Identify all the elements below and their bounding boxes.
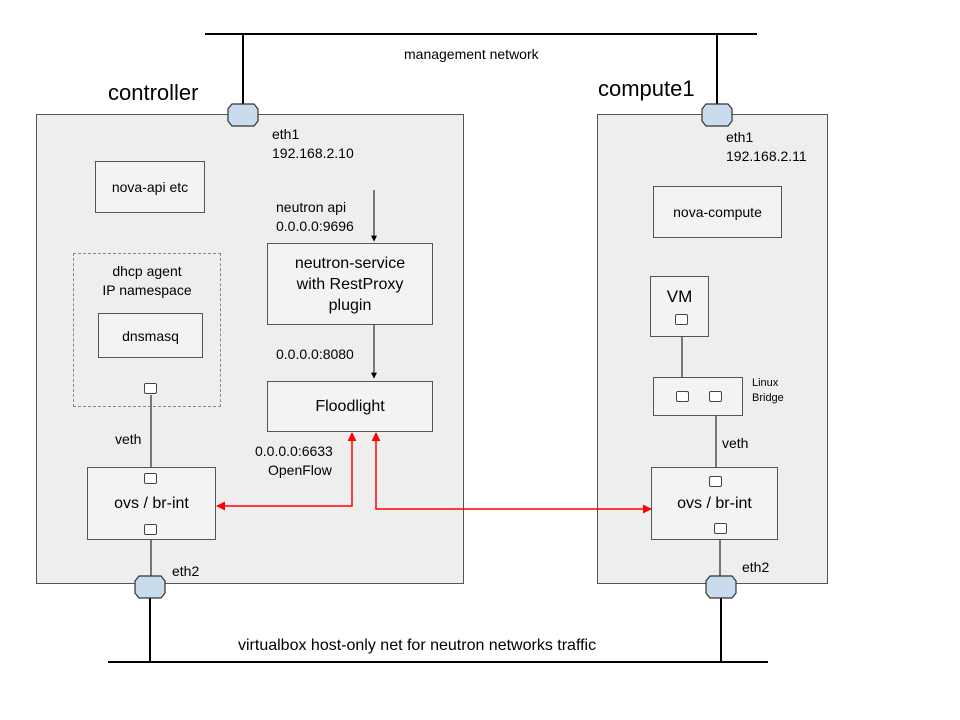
controller-eth1-nic-icon — [227, 103, 259, 127]
controller-ovs-eth2-port — [144, 524, 157, 535]
compute-ovs-label: ovs / br-int — [677, 494, 752, 512]
neutron-api-address: 0.0.0.0:9696 — [276, 218, 354, 234]
linux-bridge-label-line2: Bridge — [752, 392, 784, 404]
vm-box: VM — [650, 276, 709, 337]
compute-eth1-label: eth1 — [726, 129, 754, 145]
openflow-address: 0.0.0.0:6633 — [255, 443, 333, 459]
ip-namespace-label: IP namespace — [102, 282, 192, 298]
bridge-veth-port — [709, 391, 722, 402]
nova-api-label: nova-api etc — [111, 179, 189, 195]
management-network-label: management network — [404, 46, 539, 62]
openflow-link-controller-ovs — [216, 432, 357, 511]
rest-api-address: 0.0.0.0:8080 — [276, 346, 354, 362]
controller-eth2-nic-icon — [134, 575, 166, 599]
vm-label: VM — [666, 287, 693, 306]
vm-port — [675, 314, 688, 325]
controller-ovs-veth-port — [144, 473, 157, 484]
controller-ovs-label: ovs / br-int — [114, 494, 189, 512]
neutron-service-label-line1: neutron-service — [294, 254, 406, 272]
compute-eth2-label: eth2 — [742, 559, 770, 575]
neutron-service-box: neutron-service with RestProxy plugin — [267, 243, 433, 325]
dhcp-agent-label: dhcp agent — [112, 263, 182, 279]
linux-bridge-box — [653, 377, 743, 416]
neutron-service-label-line3: plugin — [328, 296, 372, 314]
controller-eth2-label: eth2 — [172, 563, 200, 579]
neutron-service-label-line2: with RestProxy — [296, 275, 404, 293]
dhcp-namespace-box — [73, 253, 221, 407]
hostonly-network-label: virtualbox host-only net for neutron net… — [238, 637, 597, 654]
nova-api-box: nova-api etc — [95, 161, 205, 213]
controller-title: controller — [108, 80, 199, 105]
compute-ovs-eth2-port — [714, 523, 727, 534]
nova-compute-box: nova-compute — [653, 186, 782, 238]
compute-eth1-nic-icon — [701, 103, 733, 127]
floodlight-label: Floodlight — [315, 397, 385, 415]
openflow-link-compute-ovs — [371, 432, 652, 514]
dhcp-port — [144, 383, 157, 394]
openflow-label: OpenFlow — [268, 462, 332, 478]
compute-veth-label: veth — [722, 435, 749, 451]
bridge-vm-port — [676, 391, 689, 402]
controller-eth1-ip: 192.168.2.10 — [272, 145, 354, 161]
dnsmasq-box: dnsmasq — [98, 313, 203, 358]
nova-compute-label: nova-compute — [673, 204, 762, 220]
neutron-api-label: neutron api — [276, 199, 347, 215]
compute-ovs-veth-port — [709, 476, 722, 487]
controller-veth-label: veth — [115, 431, 142, 447]
compute-title: compute1 — [598, 76, 695, 101]
compute-eth2-nic-icon — [705, 575, 737, 599]
floodlight-box: Floodlight — [267, 381, 433, 432]
dnsmasq-label: dnsmasq — [122, 327, 179, 344]
compute-eth1-ip: 192.168.2.11 — [726, 148, 807, 164]
linux-bridge-label-line1: Linux — [752, 377, 779, 389]
controller-eth1-label: eth1 — [272, 126, 300, 142]
